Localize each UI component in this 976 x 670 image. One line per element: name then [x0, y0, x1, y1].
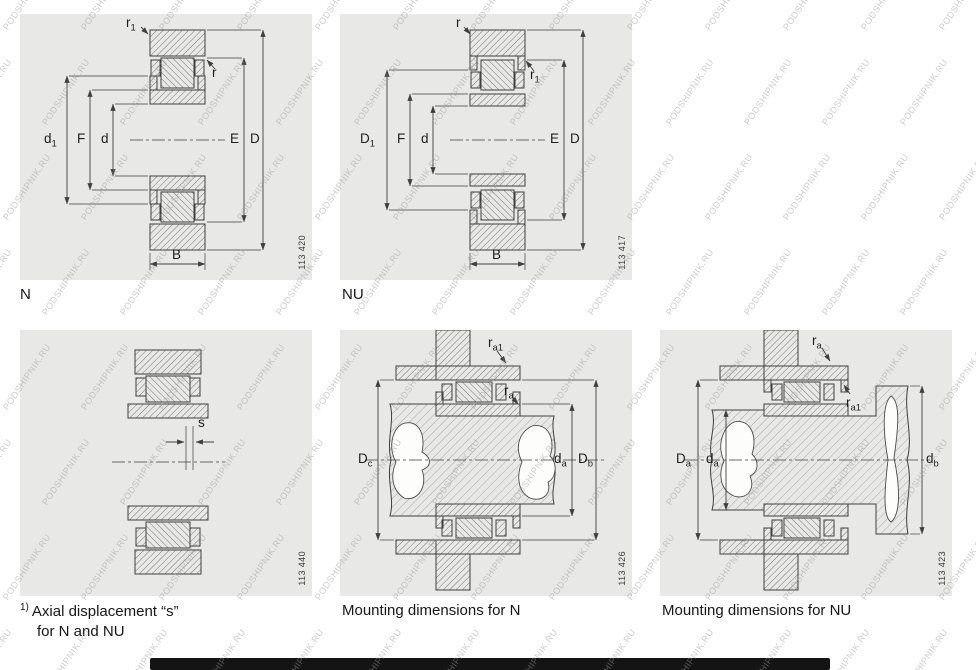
watermark-text: PODSHIPNIK.RU: [664, 57, 716, 127]
watermark-text: PODSHIPNIK.RU: [664, 247, 716, 317]
watermark-text: PODSHIPNIK.RU: [781, 152, 833, 222]
figure-number: 113 423: [937, 551, 947, 586]
panel-bearing-nu: r r1 D1 F d E D B 113 417: [340, 14, 632, 280]
watermark-text: PODSHIPNIK.RU: [898, 247, 950, 317]
dim-label-F: F: [397, 131, 406, 146]
watermark-text: PODSHIPNIK.RU: [781, 0, 833, 32]
watermark-text: PODSHIPNIK.RU: [0, 437, 14, 507]
bearing-cross-section: [469, 29, 526, 251]
figure-number: 113 440: [297, 551, 307, 586]
figure-number: 113 420: [297, 235, 307, 270]
dim-label-ra: ra: [504, 383, 514, 402]
bearing-diagram-n: [64, 26, 266, 270]
dim-label-r: r: [456, 15, 461, 30]
dim-label-r1: r1: [126, 15, 136, 34]
panel-axial-displacement: s 113 440: [20, 330, 312, 596]
caption-axial-displacement: 1)Axial displacement “s” for N and NU: [20, 602, 179, 640]
dim-label-Da: Da: [676, 451, 692, 470]
dim-label-Db: Db: [578, 451, 594, 470]
mounting-diagram-n: [365, 330, 606, 591]
axial-displacement-diagram: [112, 349, 225, 575]
watermark-text: PODSHIPNIK.RU: [0, 627, 14, 670]
dim-label-ra1: ra1: [846, 395, 862, 414]
figure-number: 113 426: [617, 551, 627, 586]
dim-label-D: D: [570, 131, 580, 146]
watermark-text: PODSHIPNIK.RU: [937, 152, 976, 222]
shaft-section: [710, 385, 910, 535]
dim-label-d: d: [421, 131, 429, 146]
panel-mounting-n: ra1 ra Dc da Db 113 426: [340, 330, 632, 596]
caption-mounting-n: Mounting dimensions for N: [342, 602, 521, 619]
dim-label-r: r: [212, 65, 217, 80]
bearing-cross-section: [127, 349, 209, 575]
dimension-lines: [375, 379, 599, 541]
watermark-text: PODSHIPNIK.RU: [703, 0, 755, 32]
dim-label-F: F: [77, 131, 86, 146]
dim-label-s: s: [198, 415, 205, 430]
watermark-text: PODSHIPNIK.RU: [820, 247, 872, 317]
leader-lines: [140, 26, 216, 70]
watermark-text: PODSHIPNIK.RU: [0, 247, 14, 317]
dim-label-ra1: ra1: [488, 335, 504, 354]
dim-label-ra: ra: [812, 333, 822, 352]
bearing-diagram-nu: [384, 26, 586, 270]
dim-label-D: D: [250, 131, 260, 146]
figure-title-n: N: [20, 286, 31, 303]
watermark-text: PODSHIPNIK.RU: [859, 0, 911, 32]
watermark-text: PODSHIPNIK.RU: [742, 57, 794, 127]
dim-label-r1: r1: [530, 67, 540, 86]
watermark-text: PODSHIPNIK.RU: [703, 152, 755, 222]
watermark-text: PODSHIPNIK.RU: [859, 152, 911, 222]
shaft-section: [388, 403, 556, 517]
bearing-cross-section: [435, 365, 521, 555]
footnote-marker: 1): [20, 602, 29, 613]
leader-lines: [821, 347, 851, 395]
leader-lines: [496, 350, 519, 405]
dim-label-B: B: [172, 247, 182, 262]
dim-label-Dc: Dc: [358, 451, 373, 470]
watermark-text: PODSHIPNIK.RU: [898, 57, 950, 127]
dim-label-E: E: [230, 131, 240, 146]
leader-lines: [463, 26, 535, 72]
dim-label-d: d: [101, 131, 109, 146]
bearing-cross-section: [763, 365, 849, 555]
watermark-text: PODSHIPNIK.RU: [625, 0, 677, 32]
dim-label-da: da: [706, 451, 719, 470]
dim-label-B: B: [492, 247, 502, 262]
dimension-lines: [695, 379, 925, 541]
watermark-text: PODSHIPNIK.RU: [820, 57, 872, 127]
housing-section: [719, 330, 799, 591]
dim-label-D1: D1: [360, 131, 376, 150]
dimension-lines: [64, 29, 266, 270]
footer-bar: [150, 658, 830, 670]
watermark-text: PODSHIPNIK.RU: [742, 247, 794, 317]
dim-label-da: da: [554, 451, 567, 470]
figure-title-nu: NU: [342, 286, 364, 303]
bearing-cross-section: [149, 29, 206, 251]
caption-mounting-nu: Mounting dimensions for NU: [662, 602, 852, 619]
watermark-text: PODSHIPNIK.RU: [625, 152, 677, 222]
panel-mounting-nu: ra ra1 Da da db 113 423: [660, 330, 952, 596]
dimension-lines: [384, 29, 586, 270]
mounting-diagram-nu: [685, 330, 930, 591]
figure-number: 113 417: [617, 235, 627, 270]
watermark-text: PODSHIPNIK.RU: [937, 0, 976, 32]
panel-bearing-n: r1 r d1 F d E D B 113 420: [20, 14, 312, 280]
watermark-text: PODSHIPNIK.RU: [898, 627, 950, 670]
housing-section: [395, 330, 471, 591]
s-dimension: [166, 426, 214, 470]
dim-label-db: db: [926, 451, 939, 470]
watermark-text: PODSHIPNIK.RU: [0, 57, 14, 127]
dim-label-d1: d1: [44, 131, 57, 150]
dim-label-E: E: [550, 131, 560, 146]
